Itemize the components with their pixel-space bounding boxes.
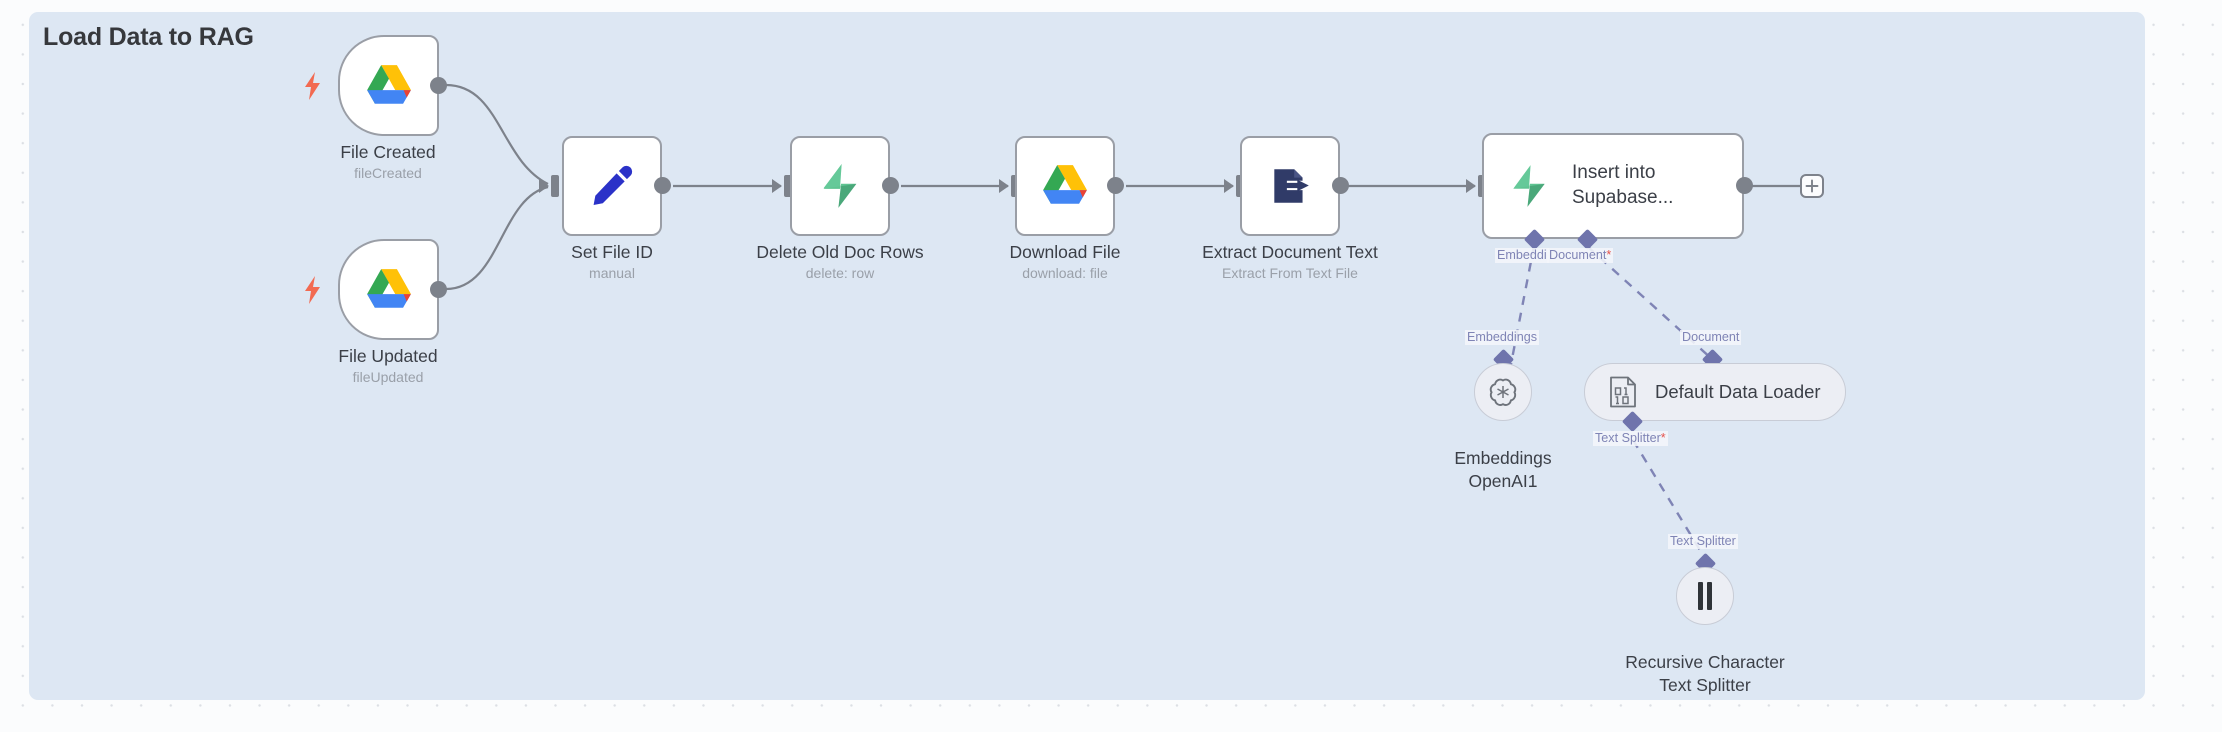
binary-file-icon [1610,376,1636,408]
output-port-delete-old-doc-rows[interactable] [882,177,899,194]
sub-input-label-document: Document [1680,330,1742,346]
pencil-icon [593,165,633,205]
subnode-label-recursive-character-text-splitter: Recursive Character Text Splitter [1625,652,1785,695]
google-drive-icon [366,268,411,308]
trigger-bolt-icon-file-updated [303,276,323,304]
node-download-file[interactable] [1015,136,1115,236]
sub-input-label-text-splitter: Text Splitter [1668,534,1738,550]
input-port-delete-old-doc-rows[interactable] [784,175,792,197]
input-arrow-delete-old-doc-rows [772,179,782,193]
node-subtitle-file-updated: fileUpdated [352,369,424,385]
openai-icon [1489,378,1517,406]
node-subtitle-download-file: download: file [1022,265,1108,281]
input-port-set-file-id[interactable] [551,175,559,197]
node-file-updated[interactable] [338,239,439,340]
input-arrow-insert-into-supabase [1466,179,1476,193]
node-label-set-file-id: Set File ID [571,242,653,262]
subnode-embeddings-openai1[interactable] [1474,363,1532,421]
node-subtitle-file-created: fileCreated [354,165,422,181]
node-extract-document-text[interactable] [1240,136,1340,236]
node-file-created[interactable] [338,35,439,136]
node-label-file-updated: File Updated [338,346,438,366]
subnode-label-default-data-loader: Default Data Loader [1655,381,1821,402]
extract-from-file-icon [1274,169,1309,203]
output-port-extract-document-text[interactable] [1332,177,1349,194]
node-label-extract-document-text: Extract Document Text [1202,242,1378,262]
input-arrow-extract-document-text [1224,179,1234,193]
node-label-file-created: File Created [340,142,436,162]
node-insert-into-supabase[interactable]: Insert into Supabase... [1482,133,1744,239]
output-port-file-created[interactable] [430,77,447,94]
supabase-icon [823,164,857,208]
output-port-insert-into-supabase[interactable] [1736,177,1753,194]
node-subtitle-extract-document-text: Extract From Text File [1222,265,1358,281]
subnode-default-data-loader[interactable]: Default Data Loader [1584,363,1846,421]
plus-icon [1805,179,1819,193]
supabase-icon [1513,165,1545,207]
node-subtitle-delete-old-doc-rows: delete: row [805,265,875,281]
trigger-bolt-icon-file-created [303,72,323,100]
input-arrow-download-file [999,179,1009,193]
node-label-delete-old-doc-rows: Delete Old Doc Rows [756,242,924,262]
node-label-download-file: Download File [1009,242,1121,262]
subnode-recursive-character-text-splitter[interactable] [1676,567,1734,625]
pause-bars-icon [1698,582,1712,610]
output-port-download-file[interactable] [1107,177,1124,194]
google-drive-icon [1043,165,1087,204]
sub-input-label-embeddings: Embeddings [1465,330,1540,346]
subnode-label-embeddings-openai1: Embeddings OpenAI1 [1454,448,1552,491]
sub-output-label-text-splitter: Text Splitter* [1593,431,1668,447]
ai-port-label-embedding: Embeddi [1495,248,1549,264]
output-port-file-updated[interactable] [430,281,447,298]
output-port-set-file-id[interactable] [654,177,671,194]
add-node-button[interactable] [1800,174,1824,198]
node-label-insert-into-supabase: Insert into Supabase... [1572,162,1674,208]
google-drive-icon [366,64,411,104]
node-delete-old-doc-rows[interactable] [790,136,890,236]
sticky-note-title: Load Data to RAG [43,23,254,51]
ai-port-label-document: Document* [1547,248,1614,264]
input-arrow-set-file-id [539,179,549,193]
node-subtitle-set-file-id: manual [589,265,635,281]
node-set-file-id[interactable] [562,136,662,236]
